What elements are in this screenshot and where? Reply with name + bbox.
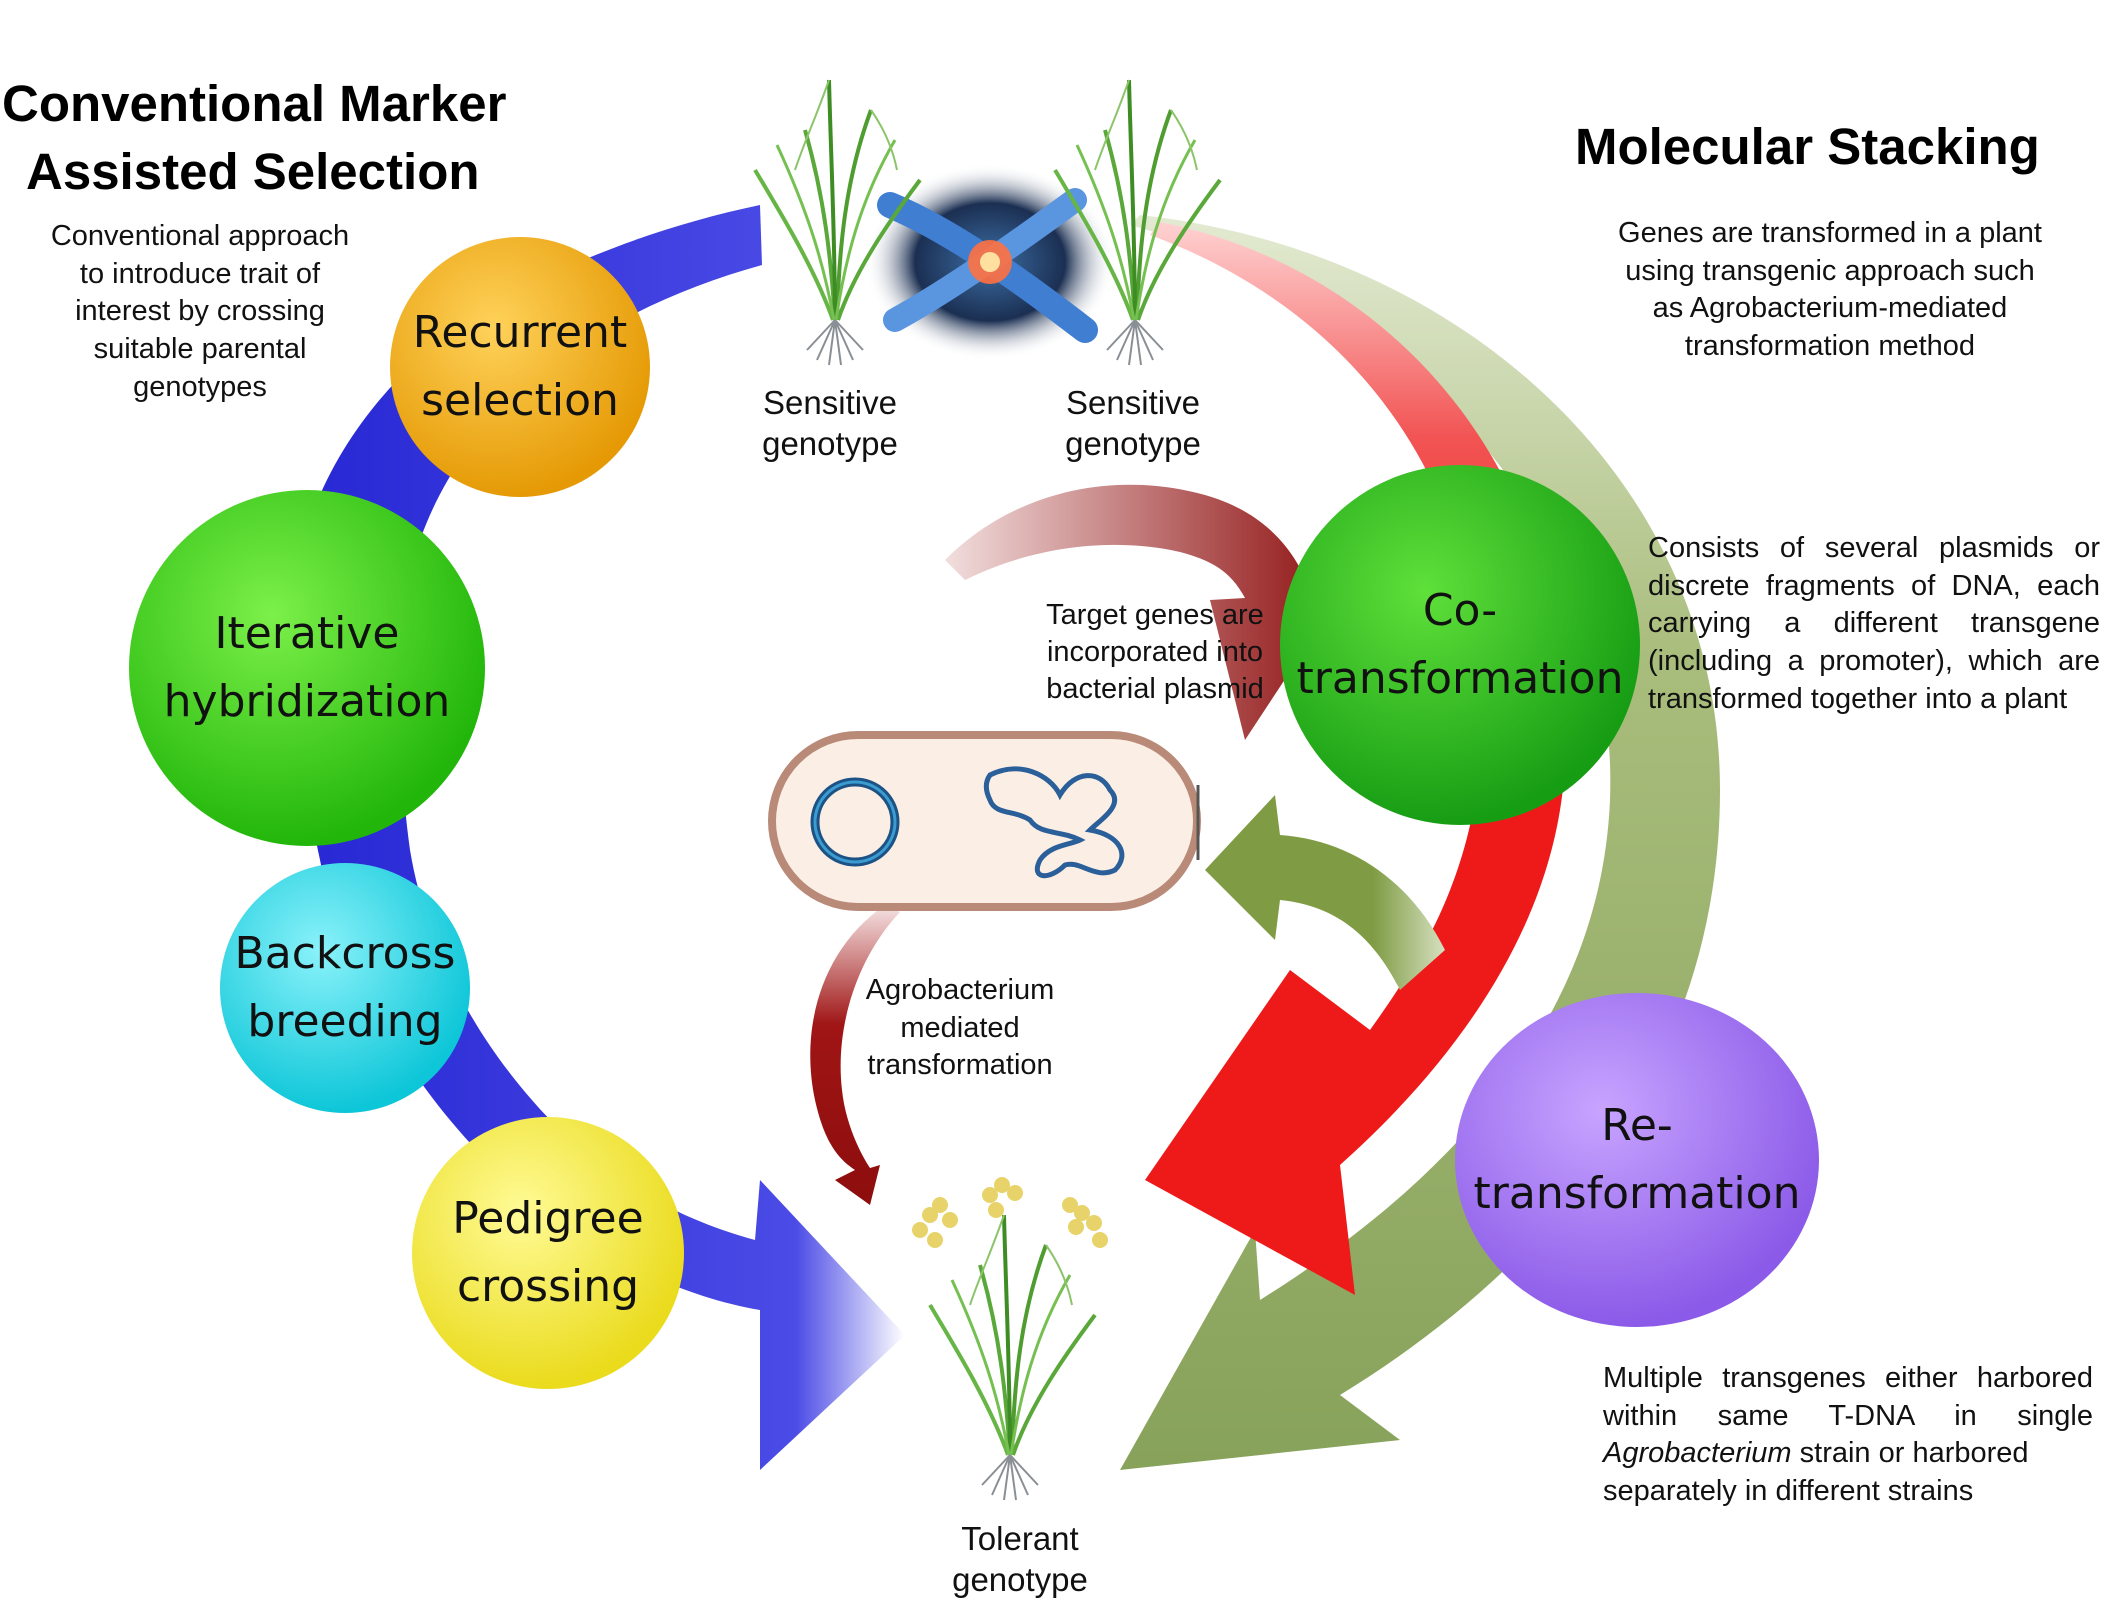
iterative-hybridization-circle bbox=[129, 490, 485, 846]
plasmid-text: Target genes are incorporated into bacte… bbox=[1020, 597, 1290, 708]
pedigree-crossing-label: Pedigree crossing bbox=[412, 1117, 684, 1389]
circle-line: transformation bbox=[1296, 653, 1624, 704]
iterative-hybridization-label: Iterative hybridization bbox=[129, 490, 485, 846]
circle-line: Recurrent bbox=[412, 306, 628, 358]
rice-plant-grain-icon bbox=[912, 1177, 1108, 1502]
backcross-breeding-circle bbox=[220, 863, 470, 1113]
agrobacterium-italic: Agrobacterium bbox=[1603, 1437, 1792, 1470]
desc-line: using transgenic approach such bbox=[1625, 254, 2035, 287]
desc-line: carrying a different transgene bbox=[1648, 607, 2100, 640]
circle-line: Pedigree bbox=[452, 1192, 644, 1244]
desc-line: genotypes bbox=[133, 370, 267, 403]
circle-line: Iterative bbox=[214, 607, 400, 659]
desc-line: bacterial plasmid bbox=[1046, 673, 1264, 706]
retransformation-circle bbox=[1455, 993, 1819, 1327]
molecular-description: Genes are transformed in a plant using t… bbox=[1570, 215, 2090, 366]
desc-line: Consists of several plasmids or bbox=[1648, 532, 2100, 564]
desc-line: Genes are transformed in a plant bbox=[1618, 217, 2042, 249]
circle-line: Co- bbox=[1422, 584, 1498, 636]
dna-strand-icon bbox=[983, 766, 1125, 879]
desc-line: suitable parental bbox=[93, 333, 307, 366]
circle-line: hybridization bbox=[163, 676, 451, 727]
desc-line: transformation method bbox=[1684, 330, 1976, 363]
desc-line: Agrobacterium strain or harbored bbox=[1603, 1435, 2093, 1473]
pedigree-crossing-circle bbox=[412, 1117, 684, 1389]
geno-line: genotype bbox=[762, 425, 898, 463]
desc-line: incorporated into bbox=[1046, 636, 1264, 669]
recurrent-selection-label: Recurrent selection bbox=[390, 237, 650, 497]
geno-line: genotype bbox=[1065, 425, 1201, 463]
desc-line: (including a promoter), which are bbox=[1648, 645, 2100, 678]
geno-line: Sensitive bbox=[763, 384, 897, 421]
conventional-description: Conventional approach to introduce trait… bbox=[30, 218, 370, 406]
bacterium-icon bbox=[768, 731, 1201, 911]
tolerant-genotype: Tolerant genotype bbox=[915, 1518, 1125, 1601]
plasmid-ring-icon bbox=[810, 777, 900, 867]
cotransformation-description: Consists of several plasmids or discrete… bbox=[1648, 530, 2100, 718]
desc-line: as Agrobacterium-mediated bbox=[1652, 292, 2008, 325]
desc-line: within same T-DNA in single bbox=[1603, 1399, 2093, 1432]
desc-line: Target genes are bbox=[1046, 599, 1264, 631]
circle-line: crossing bbox=[456, 1261, 640, 1312]
circle-line: Backcross bbox=[234, 927, 456, 979]
desc-line: Conventional approach bbox=[50, 220, 350, 252]
agro-arrow bbox=[810, 905, 900, 1205]
retransformation-description: Multiple transgenes either harbored with… bbox=[1603, 1360, 2093, 1511]
geno-line: genotype bbox=[952, 1561, 1088, 1599]
geno-line: Tolerant bbox=[961, 1520, 1079, 1557]
cotransformation-circle bbox=[1280, 465, 1640, 825]
circle-line: Re- bbox=[1601, 1099, 1673, 1151]
desc-line: transformation bbox=[867, 1049, 1053, 1082]
circle-line: transformation bbox=[1473, 1168, 1801, 1219]
molecular-title: Molecular Stacking bbox=[1575, 118, 2040, 175]
circle-line: breeding bbox=[247, 996, 443, 1047]
plasmid-arrow bbox=[945, 484, 1345, 740]
sensitive-genotype-2: Sensitive genotype bbox=[1028, 382, 1238, 465]
conventional-title-line1: Conventional Marker bbox=[2, 75, 507, 132]
agro-text: Agrobacterium mediated transformation bbox=[840, 972, 1080, 1085]
desc-line: to introduce trait of bbox=[79, 257, 321, 290]
return-arrow bbox=[1205, 795, 1445, 990]
desc-line-rest: strain or harbored bbox=[1791, 1437, 2029, 1470]
conventional-title: Conventional Marker Assisted Selection bbox=[0, 70, 600, 206]
geno-line: Sensitive bbox=[1066, 384, 1200, 421]
desc-line: mediated bbox=[900, 1011, 1020, 1044]
desc-line: discrete fragments of DNA, each bbox=[1648, 569, 2100, 602]
recurrent-selection-circle bbox=[390, 237, 650, 497]
desc-line: transformed together into a plant bbox=[1648, 682, 2068, 715]
circle-line: selection bbox=[421, 375, 619, 426]
conventional-title-line2: Assisted Selection bbox=[26, 142, 480, 200]
cotransformation-label: Co- transformation bbox=[1280, 465, 1640, 825]
chromosome-icon bbox=[865, 164, 1115, 360]
backcross-breeding-label: Backcross breeding bbox=[220, 863, 470, 1113]
retransformation-label: Re- transformation bbox=[1455, 993, 1819, 1327]
desc-line: separately in different strains bbox=[1603, 1475, 1974, 1508]
desc-line: Multiple transgenes either harbored bbox=[1603, 1362, 2093, 1394]
desc-line: Agrobacterium bbox=[865, 974, 1055, 1006]
sensitive-genotype-1: Sensitive genotype bbox=[725, 382, 935, 465]
desc-line: interest by crossing bbox=[75, 295, 325, 328]
